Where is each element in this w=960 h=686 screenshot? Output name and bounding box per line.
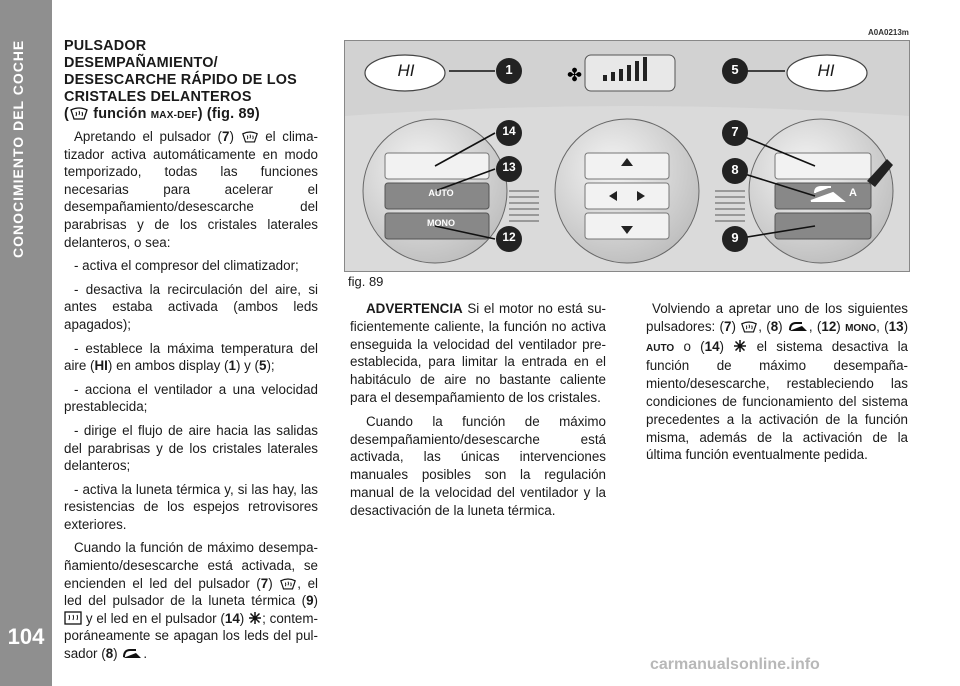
- fan-speed-bars: [603, 57, 647, 81]
- fan-icon: ✤: [567, 65, 582, 86]
- ac-snowflake-icon: [249, 611, 262, 624]
- paragraph-deactivate: Volviendo a apretar uno de los siguiente…: [646, 301, 909, 463]
- column-right: Volviendo a apretar uno de los siguiente…: [646, 300, 908, 464]
- ac-snowflake-icon: [734, 339, 747, 352]
- paragraph-manual: Cuando la función de máximo desempa­ñami…: [350, 413, 606, 518]
- vent-right: [715, 190, 745, 222]
- callout-9: 9: [731, 230, 739, 245]
- air-recirculation-icon: [788, 321, 807, 331]
- climate-panel-diagram: ✤: [345, 41, 909, 271]
- sidebar: CONOCIMIENTO DEL COCHE 104: [0, 0, 52, 686]
- callout-5: 5: [731, 62, 739, 77]
- figure-climate-panel: ✤: [344, 40, 910, 272]
- a-button-label: A: [849, 187, 857, 199]
- figure-label: fig. 89: [348, 274, 384, 289]
- bullet-1: - activa el compresor del climatizador;: [74, 258, 299, 274]
- callouts: [496, 58, 748, 252]
- callout-12: 12: [502, 230, 516, 244]
- bullet-3: - establece la máxima temperatura del ai…: [64, 340, 318, 374]
- display-right: [786, 54, 868, 92]
- column-middle: ADVERTENCIA Si el motor no está su­ficie…: [350, 300, 606, 526]
- bullet-2: - desactiva la recirculación del aire, s…: [64, 281, 318, 332]
- windshield-defrost-icon: [741, 321, 758, 333]
- air-recirculation-icon: [123, 649, 142, 659]
- figure-code: A0A0213m: [868, 28, 909, 37]
- warning-paragraph: ADVERTENCIA Si el motor no está su­ficie…: [350, 301, 606, 405]
- display-left: [364, 54, 446, 92]
- watermark: carmanualsonline.info: [650, 656, 820, 673]
- mono-button-label: MONO: [427, 218, 455, 228]
- section-title: CONOCIMIENTO DEL COCHE: [10, 40, 26, 259]
- auto-button-label: AUTO: [428, 188, 454, 198]
- callout-13: 13: [502, 160, 516, 174]
- windshield-defrost-icon: [70, 107, 88, 120]
- windshield-defrost-icon: [241, 131, 258, 143]
- callout-14: 14: [502, 124, 516, 138]
- bullet-4: - acciona el ventilador a una velocidad …: [64, 381, 318, 415]
- column-left: PULSADOR DESEMPAÑAMIENTO/ DESESCARCHE RÁ…: [64, 38, 318, 669]
- callout-1: 1: [505, 62, 513, 77]
- page-number: 104: [7, 624, 45, 649]
- vent-left: [509, 190, 539, 222]
- section-heading: PULSADOR DESEMPAÑAMIENTO/ DESESCARCHE RÁ…: [64, 38, 297, 122]
- paragraph-intro: Apretando el pulsador (7) el clima­tizad…: [64, 129, 318, 250]
- paragraph-leds: Cuando la función de máximo desempa­ñami…: [64, 540, 319, 662]
- display-left-text: HI: [397, 61, 415, 80]
- windshield-defrost-icon: [280, 578, 297, 590]
- display-right-text: HI: [817, 61, 835, 80]
- callout-7: 7: [731, 124, 739, 139]
- bullet-6: - activa la luneta térmica y, si las hay…: [64, 481, 318, 532]
- bullet-5: - dirige el flujo de aire hacia las sali…: [64, 422, 318, 474]
- callout-8: 8: [731, 162, 739, 177]
- rear-window-defrost-icon: [64, 611, 82, 625]
- warning-title: ADVERTENCIA: [366, 301, 463, 316]
